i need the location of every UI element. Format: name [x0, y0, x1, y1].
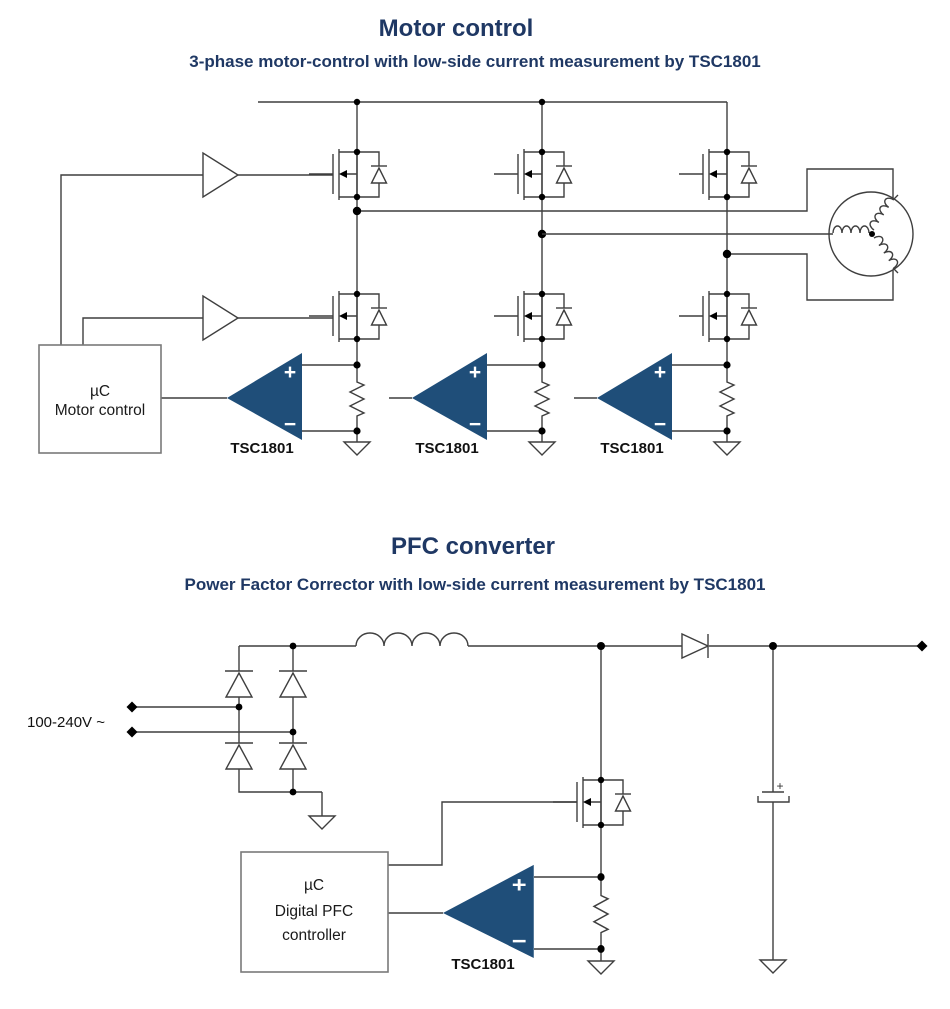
ground-symbol — [713, 441, 741, 456]
star-point — [869, 231, 875, 237]
rail-node — [538, 98, 546, 106]
tsc1801-label-1: TSC1801 — [230, 440, 293, 457]
tsc1801-label-3: TSC1801 — [600, 440, 663, 457]
ground-symbol — [528, 441, 556, 456]
ac-node-1 — [235, 703, 243, 711]
pfc-mcu-label-line2: Digital PFC — [275, 903, 353, 920]
mosfet-high-side-2 — [493, 148, 573, 201]
capacitor-plus-label: + — [776, 779, 783, 793]
dc-output-terminal — [916, 640, 928, 652]
gate-driver-high — [202, 152, 239, 198]
motor-symbol — [542, 191, 914, 277]
pfc-mcu-label-line1: µC — [304, 877, 324, 894]
tsc1801-opamp-2 — [412, 353, 487, 440]
ground-symbol — [308, 815, 336, 830]
mcu-box — [38, 344, 162, 454]
ground-symbol — [587, 960, 615, 975]
motor-section-subtitle: 3-phase motor-control with low-side curr… — [189, 52, 761, 71]
tsc1801-label-2: TSC1801 — [415, 440, 478, 457]
bridge-left-branch — [238, 646, 323, 816]
ground-symbol — [759, 959, 787, 974]
driver-output-wires — [238, 174, 333, 319]
winding-tails — [892, 194, 899, 274]
amp-input-wires — [534, 876, 601, 950]
mcu-label-line2: Motor control — [55, 402, 145, 419]
shunt-resistor-2 — [534, 360, 550, 436]
bridge-bottom-node — [289, 788, 297, 796]
bridge-diode-top-right — [278, 670, 308, 698]
gate-driver-low — [202, 295, 239, 341]
pfc-tsc1801-label: TSC1801 — [451, 956, 514, 973]
ac-node-2 — [289, 728, 297, 736]
mosfet-low-side-2 — [493, 290, 573, 343]
phase-node-3 — [722, 249, 732, 259]
mcu-label-line1: µC — [90, 383, 110, 400]
pfc-section-title: PFC converter — [391, 533, 555, 560]
tsc1801-opamp-3 — [597, 353, 672, 440]
pfc-shunt-resistor — [593, 872, 609, 954]
pfc-mcu-box — [240, 851, 389, 973]
mcu-to-driver-wires — [60, 174, 203, 345]
gate-drive-route — [388, 801, 577, 866]
pfc-tsc1801-opamp — [443, 864, 534, 958]
boost-diode — [681, 632, 710, 660]
phase-node-1 — [352, 206, 362, 216]
mosfet-low-side-1 — [308, 290, 388, 343]
motor-section-title: Motor control — [379, 15, 534, 42]
mosfet-high-side-1 — [308, 148, 388, 201]
bridge-diode-bottom-right — [278, 742, 308, 770]
ac-input-wires — [132, 706, 293, 733]
ground-symbol — [343, 441, 371, 456]
rail-node — [353, 98, 361, 106]
switch-node — [597, 642, 605, 650]
shunt-resistor-1 — [349, 360, 365, 436]
tsc1801-opamp-1 — [227, 353, 302, 440]
ac-terminal-2 — [126, 726, 138, 738]
bridge-diode-bottom-left — [224, 742, 254, 770]
pfc-section-subtitle: Power Factor Corrector with low-side cur… — [185, 575, 766, 594]
pfc-converter-diagram: PFC converter Power Factor Corrector wit… — [27, 533, 928, 975]
shunt-resistor-3 — [719, 360, 735, 436]
ac-terminal-1 — [126, 701, 138, 713]
bridge-top-node — [289, 642, 297, 650]
pfc-mosfet — [552, 776, 632, 829]
output-capacitor: + — [757, 779, 790, 803]
mosfet-high-side-3 — [678, 148, 758, 201]
mosfet-low-side-3 — [678, 290, 758, 343]
pfc-mcu-label-line3: controller — [282, 927, 346, 944]
boost-inductor — [355, 632, 469, 647]
bridge-diode-top-left — [224, 670, 254, 698]
ac-input-label: 100-240V ~ — [27, 714, 105, 731]
output-node — [769, 642, 777, 650]
motor-control-diagram: Motor control 3-phase motor-control with… — [38, 15, 914, 457]
